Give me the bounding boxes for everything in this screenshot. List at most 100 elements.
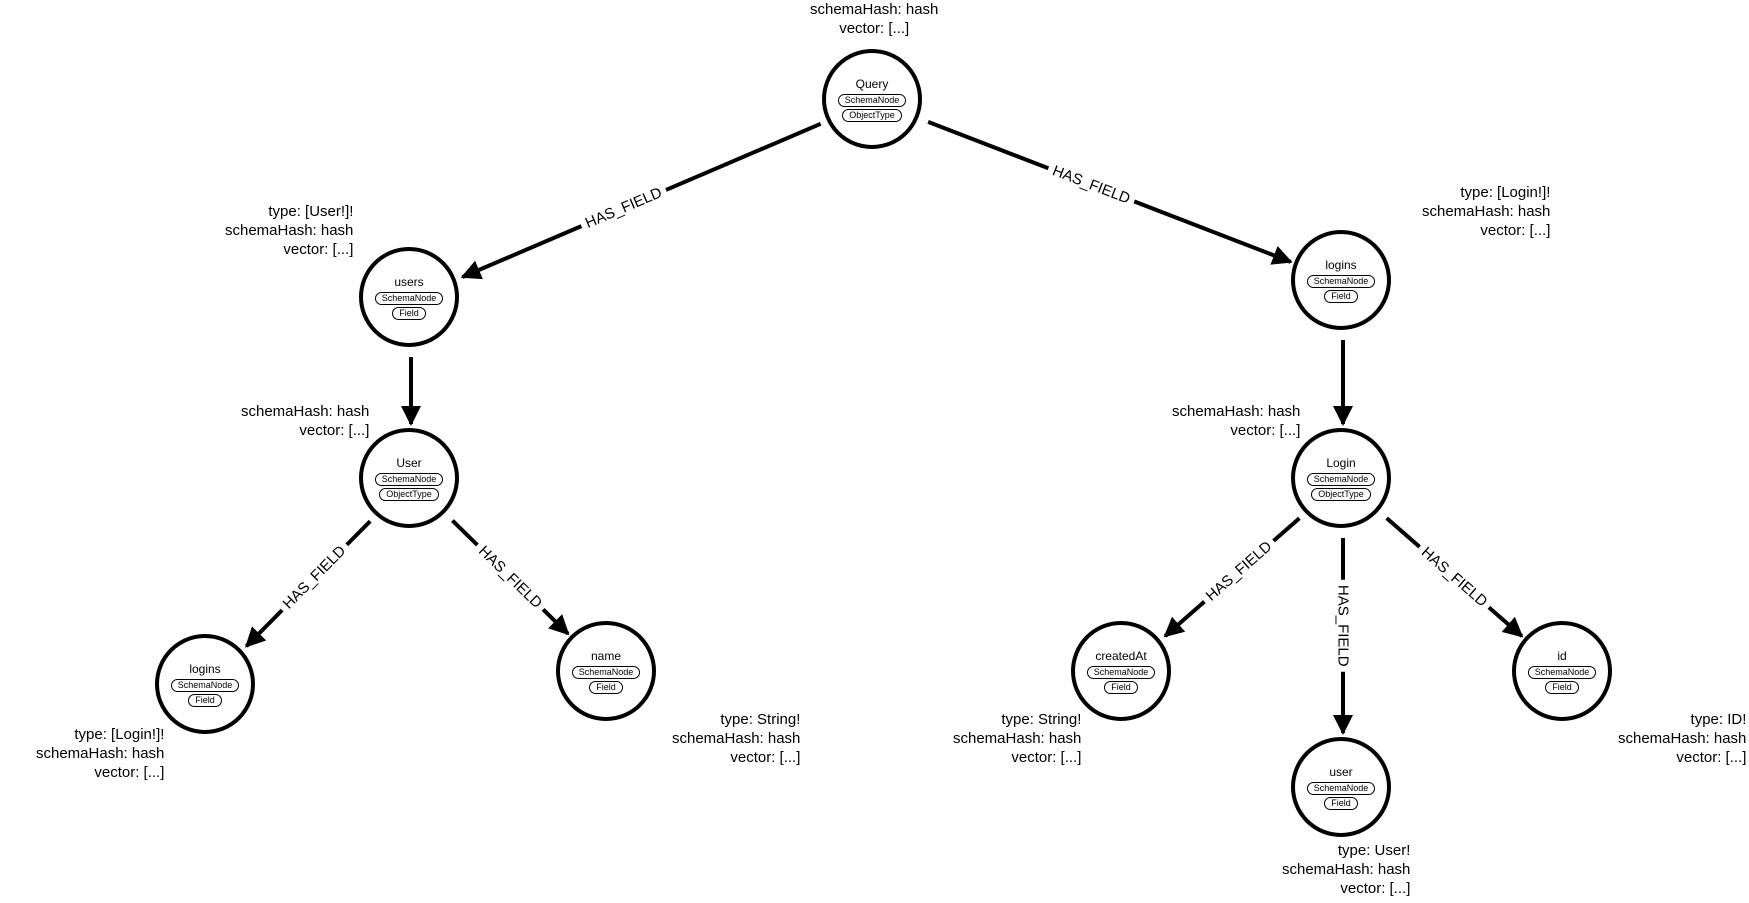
node-properties: schemaHash: hash vector: [...]: [241, 402, 369, 440]
edge-user_type-name: HAS_FIELD: [451, 519, 570, 636]
edge-arrow: [1133, 199, 1293, 265]
edge-user_type-logins_l: HAS_FIELD: [244, 519, 372, 648]
property-line: type: ID!: [1690, 711, 1747, 728]
property-line: schemaHash: hash: [241, 403, 370, 420]
node-name: logins: [189, 661, 221, 676]
edge-arrow: [1487, 605, 1524, 638]
property-line: schemaHash: hash: [1422, 203, 1551, 220]
edge-line: [927, 120, 1050, 171]
edge-label: HAS_FIELD: [583, 184, 665, 232]
edge-label: HAS_FIELD: [475, 543, 545, 612]
node-name: users: [394, 274, 424, 289]
node-label-badge: ObjectType: [379, 487, 439, 501]
node-label-badge: Field: [1545, 680, 1579, 694]
edge-arrow: [1163, 600, 1206, 638]
edge-arrow: [244, 608, 284, 648]
node-properties: schemaHash: hash vector: [...]: [810, 0, 938, 38]
node-label-badge: SchemaNode: [374, 291, 444, 305]
node-name: id: [1557, 648, 1567, 663]
property-line: type: [Login!]!: [74, 726, 165, 743]
property-line: schemaHash: hash: [672, 730, 801, 747]
node-label-badge: SchemaNode: [1306, 472, 1376, 486]
edge-query-logins_r: HAS_FIELD: [927, 120, 1293, 265]
edge-query-users: HAS_FIELD: [460, 121, 822, 280]
property-line: type: String!: [1001, 711, 1082, 728]
property-line: schemaHash: hash: [1618, 730, 1747, 747]
node-label-badge: Field: [392, 306, 426, 320]
edge-login_type-id: HAS_FIELD: [1385, 516, 1524, 638]
node-properties: type: User! schemaHash: hash vector: [...]: [1282, 841, 1410, 898]
property-line: vector: [...]: [1480, 222, 1551, 239]
node-label-badge: Field: [1104, 680, 1138, 694]
node-label-badge: SchemaNode: [571, 665, 641, 679]
edge-label: HAS_FIELD: [1335, 585, 1352, 667]
property-line: type: User!: [1337, 842, 1411, 859]
node-label-badge: SchemaNode: [170, 678, 240, 692]
node-name: name: [590, 648, 622, 663]
property-line: schemaHash: hash: [810, 1, 939, 18]
node-properties: type: [Login!]! schemaHash: hash vector: […: [36, 725, 164, 782]
edge-label: HAS_FIELD: [1418, 544, 1491, 611]
edge-login_type-user_field: HAS_FIELD: [1333, 538, 1353, 735]
edge-line: [451, 519, 479, 547]
node-properties: type: ID! schemaHash: hash vector: [...]: [1618, 710, 1746, 767]
property-line: vector: [...]: [1340, 880, 1411, 897]
node-label-badge: ObjectType: [1311, 487, 1371, 501]
node-label-badge: ObjectType: [842, 108, 902, 122]
property-line: vector: [...]: [1011, 749, 1082, 766]
property-line: schemaHash: hash: [225, 222, 354, 239]
node-name: createdAt: [1095, 648, 1147, 663]
node-label-badge: SchemaNode: [1306, 274, 1376, 288]
node-label-badge: SchemaNode: [1086, 665, 1156, 679]
node-label-badge: SchemaNode: [1527, 665, 1597, 679]
property-line: vector: [...]: [299, 422, 370, 439]
edge-line: [1272, 516, 1301, 543]
node-label-badge: Field: [1324, 796, 1358, 810]
property-line: schemaHash: hash: [1172, 403, 1301, 420]
edge-login_type-createdAt: HAS_FIELD: [1163, 516, 1301, 638]
node-label-badge: SchemaNode: [837, 93, 907, 107]
property-line: vector: [...]: [839, 20, 910, 37]
property-line: schemaHash: hash: [953, 730, 1082, 747]
property-line: vector: [...]: [283, 241, 354, 258]
edge-label: HAS_FIELD: [1203, 538, 1276, 605]
node-name: Login: [1326, 455, 1356, 470]
property-line: schemaHash: hash: [36, 745, 165, 762]
node-name: Query: [855, 76, 889, 91]
property-line: vector: [...]: [730, 749, 801, 766]
edge-label: HAS_FIELD: [280, 542, 350, 612]
node-properties: type: [User!]! schemaHash: hash vector: [.…: [225, 202, 353, 259]
node-name: User: [396, 455, 422, 470]
node-label-badge: Field: [188, 693, 222, 707]
edge-line: [345, 519, 372, 547]
property-line: schemaHash: hash: [1282, 861, 1411, 878]
property-line: type: String!: [720, 711, 801, 728]
node-properties: type: String! schemaHash: hash vector: [..…: [953, 710, 1081, 767]
node-label-badge: SchemaNode: [374, 472, 444, 486]
property-line: vector: [...]: [94, 764, 165, 781]
property-line: vector: [...]: [1676, 749, 1747, 766]
property-line: vector: [...]: [1230, 422, 1301, 439]
edge-line: [1385, 516, 1421, 549]
node-label-badge: Field: [1324, 289, 1358, 303]
node-name: logins: [1325, 257, 1357, 272]
node-properties: type: String! schemaHash: hash vector: [..…: [672, 710, 800, 767]
node-label-badge: Field: [589, 680, 623, 694]
node-properties: schemaHash: hash vector: [...]: [1172, 402, 1300, 440]
property-line: type: [User!]!: [268, 203, 354, 220]
node-label-badge: SchemaNode: [1306, 781, 1376, 795]
edge-label: HAS_FIELD: [1050, 162, 1132, 207]
node-name: user: [1329, 764, 1353, 779]
